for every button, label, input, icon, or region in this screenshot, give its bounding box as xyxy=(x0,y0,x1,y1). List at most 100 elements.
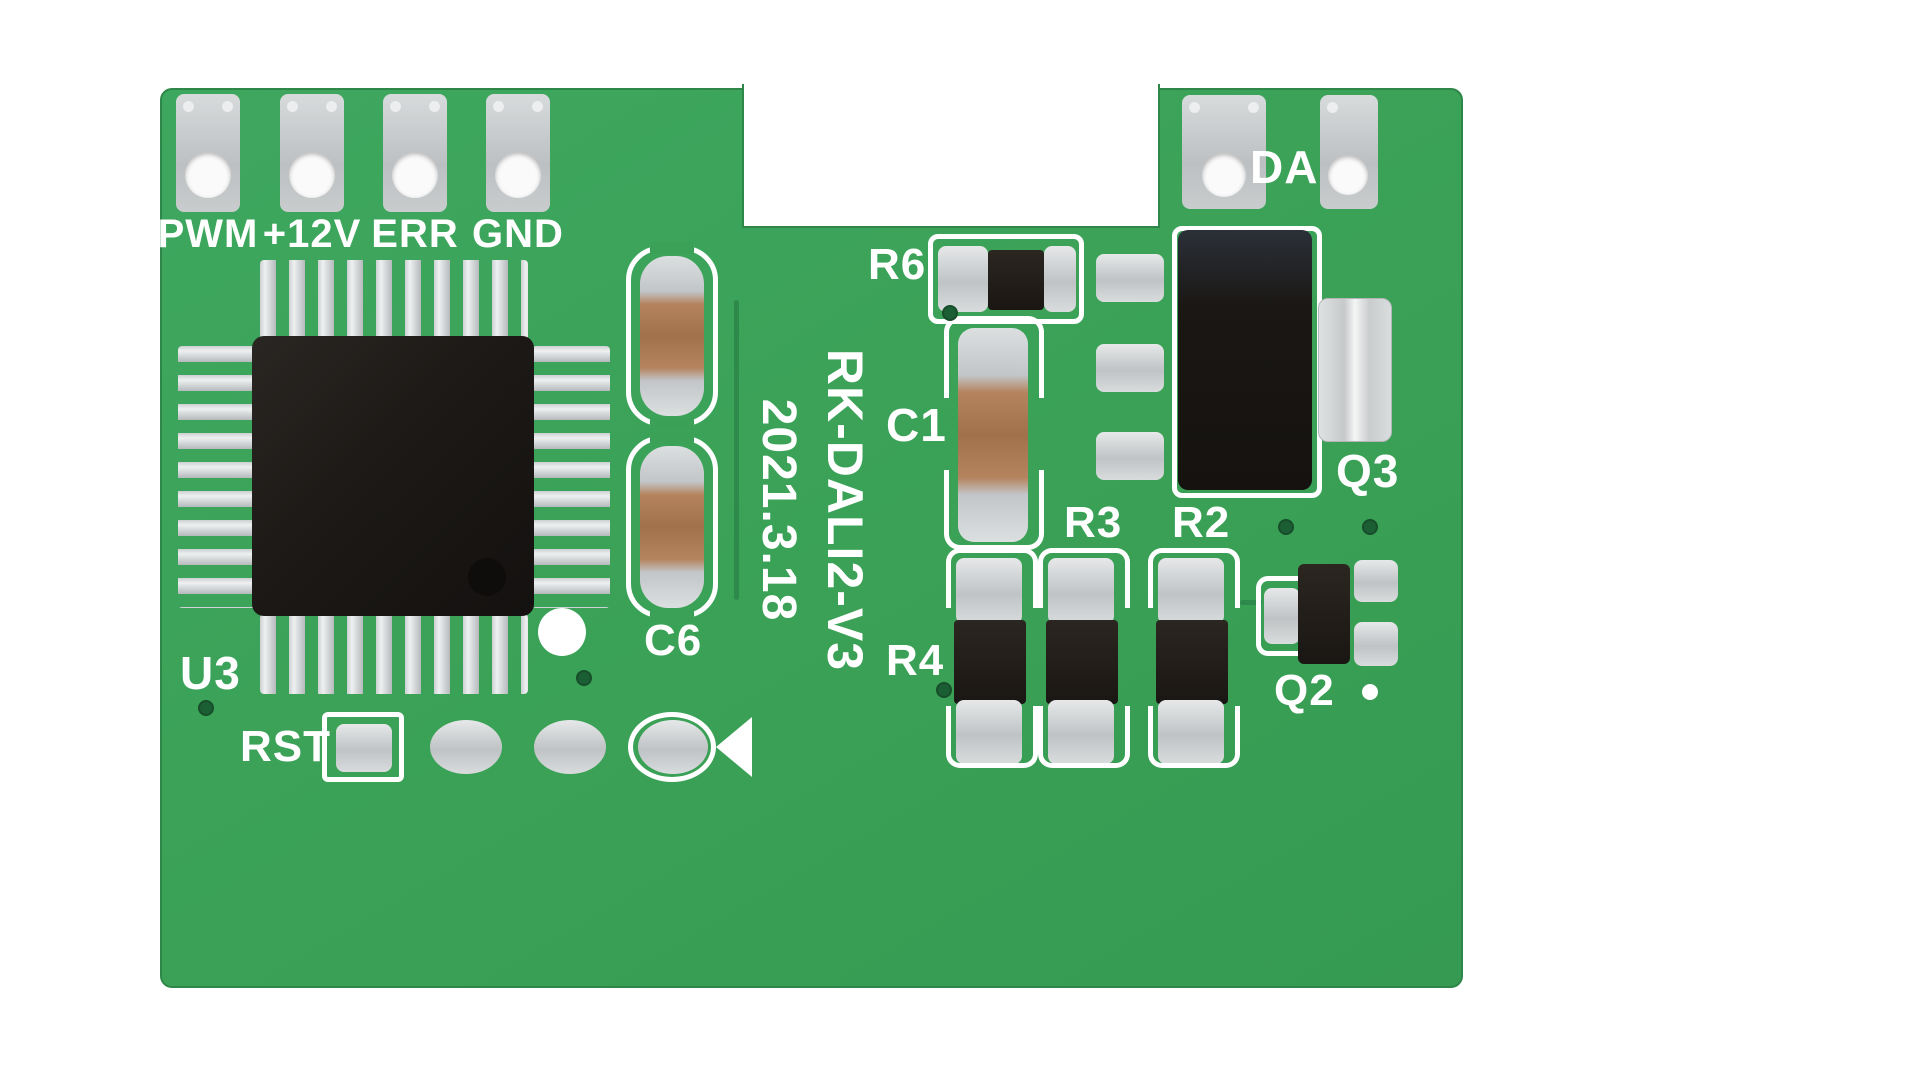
pad-hole xyxy=(185,152,231,198)
c1-outline-bottom xyxy=(944,470,1044,550)
pad-hole xyxy=(495,152,541,198)
q2-pad-bottom-right xyxy=(1354,622,1398,666)
pad-hole xyxy=(289,152,335,198)
pad-hole xyxy=(1202,153,1246,197)
label-pwm: PWM xyxy=(157,212,259,256)
c1-capacitor xyxy=(958,328,1028,542)
u3-leads-left xyxy=(178,346,256,608)
label-plus12v: +12V xyxy=(262,212,362,256)
board-top-notch xyxy=(742,84,1160,228)
label-q3: Q3 xyxy=(1336,445,1400,497)
pad-12v xyxy=(280,94,344,212)
q2-pad-top-right xyxy=(1354,560,1398,602)
c1-outline-top xyxy=(944,316,1044,398)
pad-hole xyxy=(1328,155,1368,195)
via xyxy=(1362,519,1378,535)
u3-leads-right xyxy=(532,346,610,608)
c6-capacitor-a xyxy=(640,256,704,416)
u3-ic-body xyxy=(252,336,534,616)
label-gnd: GND xyxy=(472,212,564,256)
q3-pad-2 xyxy=(1096,344,1164,392)
silkscreen-model: RK-DALI2-V3 xyxy=(817,348,873,672)
pad-dot xyxy=(532,101,543,112)
r6-pad-right xyxy=(1044,246,1076,312)
q3-white-component xyxy=(1318,298,1392,442)
label-da: DA xyxy=(1250,141,1319,193)
pad-pwm xyxy=(176,94,240,212)
r4-outline-bottom xyxy=(946,706,1038,768)
pad-dot xyxy=(493,101,504,112)
trace xyxy=(734,300,739,600)
label-err: ERR xyxy=(371,212,459,256)
pad-arrow-marker xyxy=(716,717,752,777)
c6-capacitor-b xyxy=(640,446,704,608)
r4-pad-bottom xyxy=(956,700,1022,764)
r3-body xyxy=(1046,620,1118,704)
via xyxy=(942,305,958,321)
pad-err xyxy=(383,94,447,212)
q3-pad-1 xyxy=(1096,254,1164,302)
label-u3: U3 xyxy=(180,647,241,699)
r6-pad-left xyxy=(938,246,988,312)
r3-pad-top xyxy=(1048,558,1114,624)
rst-pad xyxy=(336,724,392,772)
bottom-pad-4-ring xyxy=(628,712,716,782)
r2-outline-bottom xyxy=(1148,706,1240,768)
r6-body xyxy=(988,250,1044,310)
pad-da-1 xyxy=(1182,95,1266,209)
q2-body xyxy=(1298,564,1350,664)
q2-pad-left xyxy=(1264,588,1300,644)
r3-outline-top xyxy=(1038,548,1130,608)
q3-ic-body xyxy=(1178,230,1312,490)
via xyxy=(1278,519,1294,535)
pad-gnd xyxy=(486,94,550,212)
mounting-hole xyxy=(538,608,586,656)
pad-dot xyxy=(222,101,233,112)
trace xyxy=(1240,600,1262,605)
pad-dot xyxy=(390,101,401,112)
label-r6: R6 xyxy=(868,240,927,289)
u3-pin1-dot xyxy=(468,558,506,596)
r2-pad-top xyxy=(1158,558,1224,624)
pad-dot xyxy=(1327,102,1338,113)
r3-pad-bottom xyxy=(1048,700,1114,764)
r2-body xyxy=(1156,620,1228,704)
r3-outline-bottom xyxy=(1038,706,1130,768)
label-r4: R4 xyxy=(886,636,945,685)
label-q2: Q2 xyxy=(1274,666,1335,715)
u3-leads-bottom xyxy=(260,614,528,694)
label-c6: C6 xyxy=(644,616,703,665)
r6-outline xyxy=(928,234,1084,324)
u3-leads-top xyxy=(260,260,528,340)
silkscreen-gap xyxy=(650,432,694,444)
bottom-pad-3 xyxy=(534,720,606,774)
pad-hole xyxy=(392,152,438,198)
r4-outline-top xyxy=(946,548,1038,608)
pad-dot xyxy=(1189,102,1200,113)
label-r2: R2 xyxy=(1172,498,1231,547)
r4-pad-top xyxy=(956,558,1022,624)
rst-pad-outline xyxy=(322,712,404,782)
silkscreen-gap xyxy=(650,418,694,430)
r2-pad-bottom xyxy=(1158,700,1224,764)
label-r3: R3 xyxy=(1064,498,1123,547)
silkscreen-dot xyxy=(1362,684,1378,700)
via xyxy=(936,682,952,698)
via xyxy=(576,670,592,686)
pad-dot xyxy=(326,101,337,112)
label-rst: RST xyxy=(240,722,331,771)
silkscreen-gap xyxy=(650,242,694,254)
q3-pad-3 xyxy=(1096,432,1164,480)
r4-body xyxy=(954,620,1026,704)
silkscreen-gap xyxy=(650,610,694,622)
q2-outline xyxy=(1256,576,1304,656)
r2-outline-top xyxy=(1148,548,1240,608)
label-c1: C1 xyxy=(886,399,947,451)
pad-dot xyxy=(183,101,194,112)
pad-da-2 xyxy=(1320,95,1378,209)
pad-dot xyxy=(429,101,440,112)
silkscreen-date: 2021.3.18 xyxy=(752,398,805,622)
pad-dot xyxy=(287,101,298,112)
bottom-pad-4 xyxy=(638,720,708,774)
